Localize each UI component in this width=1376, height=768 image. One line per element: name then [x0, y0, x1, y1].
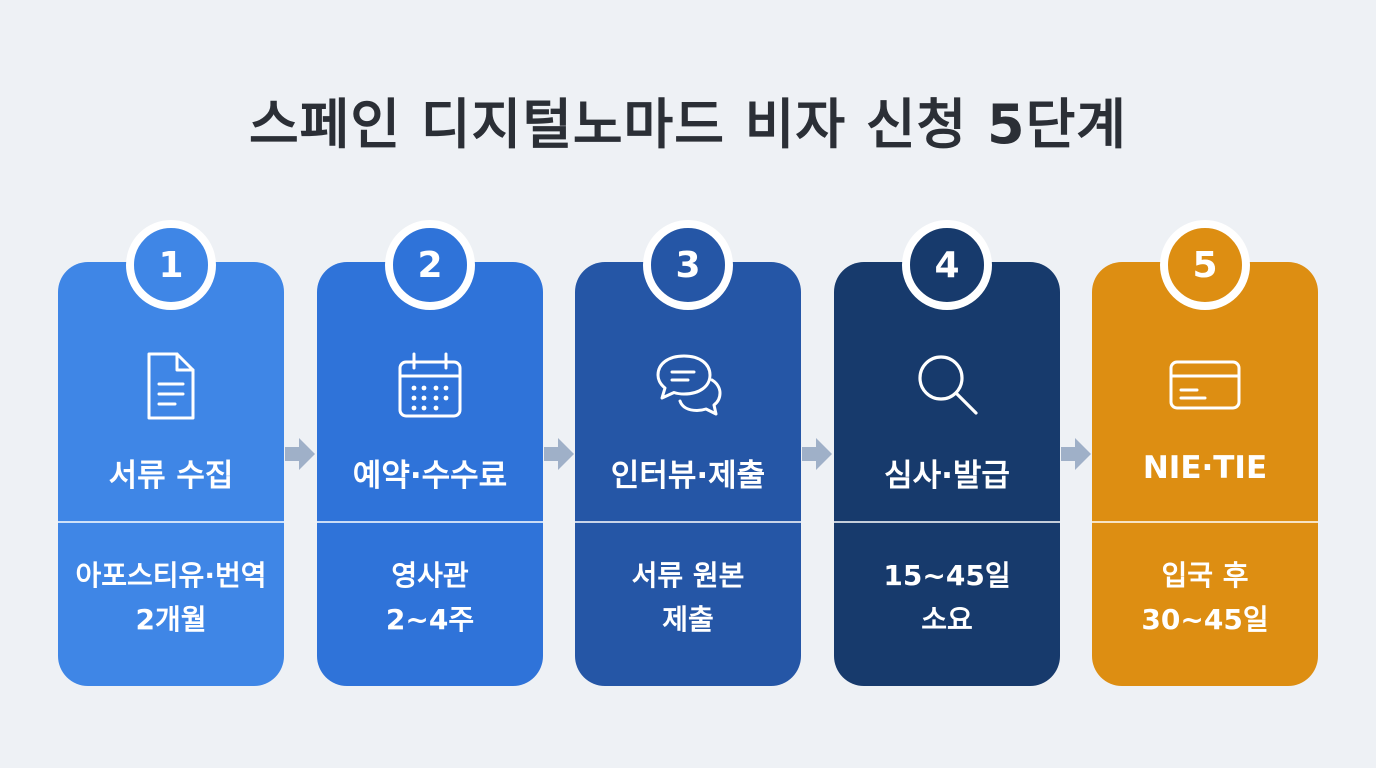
- step-number-badge: 5: [1160, 220, 1250, 310]
- step-label: 인터뷰·제출: [610, 458, 766, 494]
- step-detail: 아포스티유·번역 2개월: [58, 554, 284, 642]
- chat-bubbles-icon: [650, 348, 726, 424]
- flow-arrow-icon: [802, 436, 832, 472]
- step-detail-line: 2~4주: [385, 603, 475, 636]
- step-divider: [1092, 521, 1318, 523]
- step-label: 심사·발급: [884, 458, 1010, 494]
- step-detail: 15~45일 소요: [834, 554, 1060, 642]
- step-label: 예약·수수료: [352, 458, 508, 494]
- step-detail: 서류 원본 제출: [575, 554, 801, 642]
- step-detail-line: 15~45일: [883, 559, 1011, 592]
- step-label: NIE·TIE: [1142, 450, 1268, 486]
- step-detail-line: 2개월: [135, 603, 207, 636]
- magnifier-icon: [909, 348, 985, 424]
- step-detail-line: 아포스티유·번역: [75, 559, 267, 592]
- calendar-icon: [392, 348, 468, 424]
- step-detail-line: 소요: [921, 603, 973, 636]
- step-card-3: 3 인터뷰·제출 서류 원본 제출: [575, 220, 801, 686]
- step-card-1: 1 서류 수집 아포스티유·번역 2개월: [58, 220, 284, 686]
- step-divider: [834, 521, 1060, 523]
- step-detail-line: 입국 후: [1161, 559, 1249, 592]
- step-detail-line: 제출: [662, 603, 714, 636]
- step-detail-line: 영사관: [391, 559, 469, 592]
- step-number-badge: 4: [902, 220, 992, 310]
- step-divider: [58, 521, 284, 523]
- step-detail-line: 30~45일: [1141, 603, 1269, 636]
- document-icon: [133, 348, 209, 424]
- step-label: 서류 수집: [108, 458, 234, 494]
- step-number-badge: 3: [643, 220, 733, 310]
- page-title: 스페인 디지털노마드 비자 신청 5단계: [249, 93, 1127, 156]
- step-card-4: 4 심사·발급 15~45일 소요: [834, 220, 1060, 686]
- step-divider: [317, 521, 543, 523]
- id-card-icon: [1167, 348, 1243, 424]
- step-number-badge: 2: [385, 220, 475, 310]
- step-detail: 영사관 2~4주: [317, 554, 543, 642]
- flow-arrow-icon: [1061, 436, 1091, 472]
- step-detail-line: 서류 원본: [631, 559, 745, 592]
- step-divider: [575, 521, 801, 523]
- step-detail: 입국 후 30~45일: [1092, 554, 1318, 642]
- step-card-2: 2 예약·수수료 영사관 2~4주: [317, 220, 543, 686]
- flow-arrow-icon: [285, 436, 315, 472]
- step-number-badge: 1: [126, 220, 216, 310]
- flow-arrow-icon: [544, 436, 574, 472]
- step-card-5: 5 NIE·TIE 입국 후 30~45일: [1092, 220, 1318, 686]
